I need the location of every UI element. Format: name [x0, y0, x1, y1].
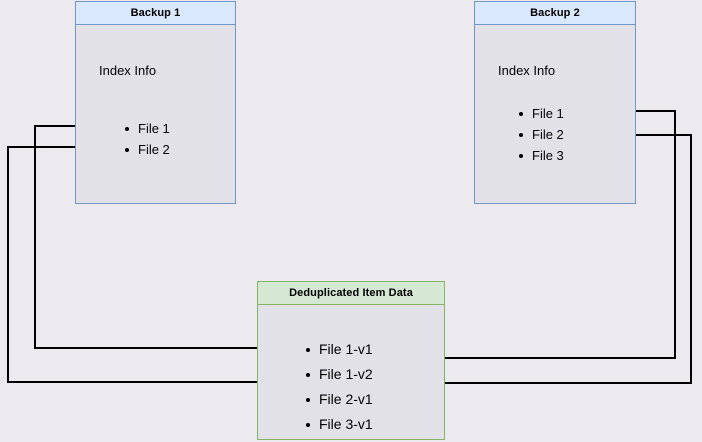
list-item[interactable]: File 1-v2 [305, 362, 373, 387]
node-backup-2-index-label: Index Info [498, 63, 556, 78]
list-item[interactable]: File 2-v1 [305, 387, 373, 412]
node-deduplicated-header: Deduplicated Item Data [258, 282, 444, 305]
node-deduplicated-item-data[interactable]: Deduplicated Item Data File 1-v1 File 1-… [257, 281, 445, 440]
node-backup-1-file-list: File 1 File 2 [124, 118, 170, 160]
node-deduplicated-item-list: File 1-v1 File 1-v2 File 2-v1 File 3-v1 [305, 337, 373, 437]
node-backup-2-header: Backup 2 [475, 2, 635, 25]
node-backup-1-index-label: Index Info [99, 63, 157, 78]
list-item[interactable]: File 3 [518, 145, 564, 166]
list-item[interactable]: File 1 [124, 118, 170, 139]
node-backup-1[interactable]: Backup 1 Index Info File 1 File 2 [75, 1, 236, 204]
node-backup-1-header: Backup 1 [76, 2, 235, 25]
list-item[interactable]: File 2 [518, 124, 564, 145]
list-item[interactable]: File 2 [124, 139, 170, 160]
node-backup-2-file-list: File 1 File 2 File 3 [518, 103, 564, 166]
list-item[interactable]: File 3-v1 [305, 412, 373, 437]
list-item[interactable]: File 1-v1 [305, 337, 373, 362]
node-backup-2[interactable]: Backup 2 Index Info File 1 File 2 File 3 [474, 1, 636, 204]
list-item[interactable]: File 1 [518, 103, 564, 124]
